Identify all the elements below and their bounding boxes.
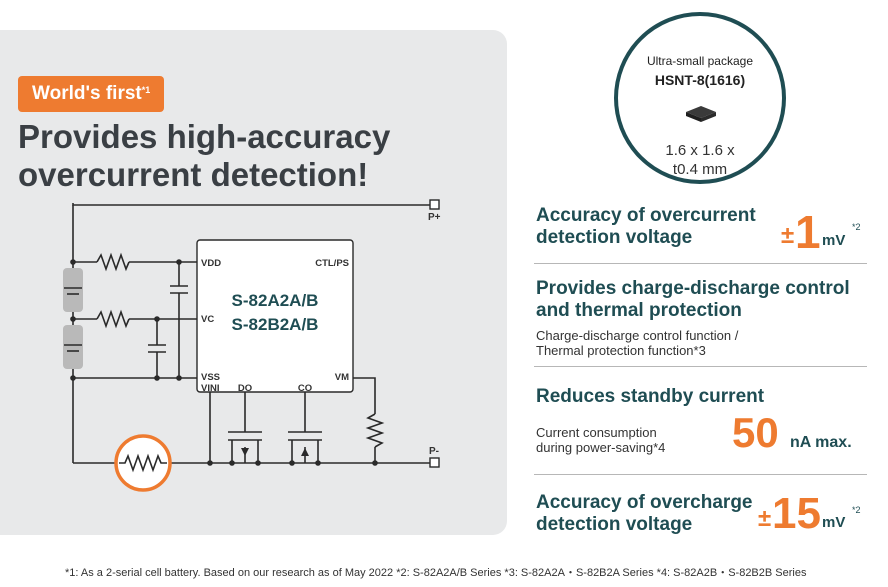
pin-vini: VINI <box>201 383 219 394</box>
pin-do: DO <box>238 383 252 394</box>
pin-ctl: CTL/PS <box>315 258 349 269</box>
headline: Provides high-accuracy overcurrent detec… <box>18 118 488 194</box>
feature-1-unit: mV <box>822 232 846 249</box>
feature-1-title-line1: Accuracy of overcurrent <box>536 205 756 226</box>
divider-1 <box>534 263 867 264</box>
worlds-first-badge: World's first*1 <box>18 76 165 112</box>
feature-2-title-line1: Provides charge-discharge control <box>536 278 850 299</box>
feature-1-title: Accuracy of overcurrent detection voltag… <box>536 205 756 249</box>
footnote: *1: As a 2-serial cell battery. Based on… <box>65 567 807 579</box>
feature-1-plusminus: ± <box>781 222 795 249</box>
feature-2-title-line2: and thermal protection <box>536 300 742 321</box>
feature-2-sub: Charge-discharge control function / Ther… <box>536 328 738 358</box>
feature-3-unit: nA max. <box>790 434 852 451</box>
headline-line1: Provides high-accuracy <box>18 118 391 155</box>
package-dimension-2: t0.4 mm <box>672 161 728 178</box>
pin-co: CO <box>298 383 312 394</box>
feature-3-sub-line2: during power-saving*4 <box>536 440 666 455</box>
battery-cell-1 <box>63 268 83 312</box>
feature-4-unit: mV <box>822 514 846 531</box>
divider-3 <box>534 474 867 475</box>
chip-name-line2: S-82B2A/B <box>232 315 319 334</box>
feature-3-title-line1: Reduces standby current <box>536 386 765 407</box>
divider-2 <box>534 366 867 367</box>
pplus-label: P+ <box>428 212 441 223</box>
feature-4-note: *2 <box>852 505 861 515</box>
pin-vm: VM <box>335 372 349 383</box>
feature-1-note: *2 <box>852 222 861 232</box>
feature-4-plusminus: ± <box>758 505 772 532</box>
pminus-label: P- <box>429 446 439 457</box>
feature-4-title-line2: detection voltage <box>536 514 693 535</box>
terminal-pminus <box>429 457 440 468</box>
pin-vc: VC <box>201 314 214 325</box>
feature-2-title: Provides charge-discharge control and th… <box>536 278 881 322</box>
feature-3-value: 50 <box>732 409 779 456</box>
headline-line2: overcurrent detection! <box>18 156 369 193</box>
ic-chip <box>196 239 354 393</box>
feature-1-value: 1 <box>795 206 821 258</box>
badge-text: World's first <box>32 83 142 104</box>
feature-2-sub-line2: Thermal protection function*3 <box>536 343 706 358</box>
package-label: Ultra-small package <box>646 54 754 68</box>
sense-resistor-highlight <box>114 434 172 492</box>
feature-2-sub-line1: Charge-discharge control function / <box>536 328 739 343</box>
badge-note: *1 <box>141 85 151 95</box>
package-dimension-1: 1.6 x 1.6 x <box>665 142 735 159</box>
package-badge: Ultra-small package HSNT-8(1616) 1.6 x 1… <box>614 12 786 184</box>
chip-package-icon <box>686 106 716 122</box>
terminal-pplus <box>429 199 440 210</box>
feature-4-value: 15 <box>772 489 821 538</box>
feature-3-title: Reduces standby current <box>536 386 764 408</box>
feature-4-title-line1: Accuracy of overcharge <box>536 492 753 513</box>
pin-vdd: VDD <box>201 258 221 269</box>
feature-3-sub: Current consumption during power-saving*… <box>536 425 665 455</box>
battery-cell-2 <box>63 325 83 369</box>
pin-vss: VSS <box>201 372 220 383</box>
package-name: HSNT-8(1616) <box>654 72 746 88</box>
feature-1-title-line2: detection voltage <box>536 227 693 248</box>
feature-3-sub-line1: Current consumption <box>536 425 657 440</box>
feature-4-title: Accuracy of overcharge detection voltage <box>536 492 753 536</box>
chip-name-line1: S-82A2A/B <box>232 291 319 310</box>
